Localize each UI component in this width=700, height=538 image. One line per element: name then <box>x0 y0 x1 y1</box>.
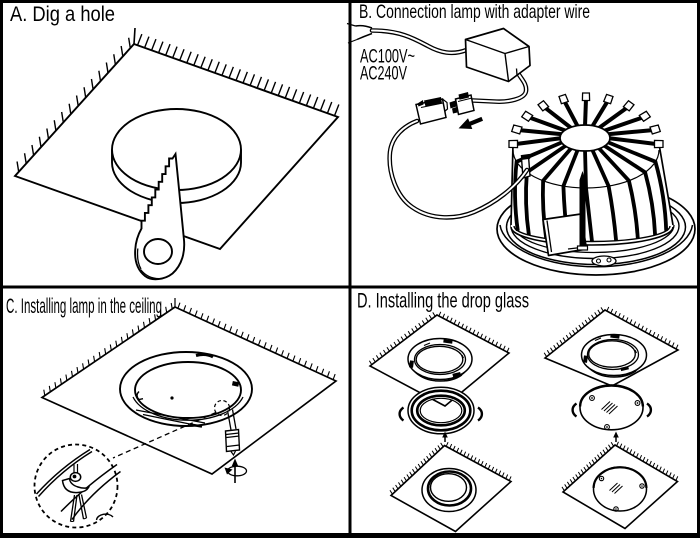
svg-text:AC100V~: AC100V~ <box>360 47 415 68</box>
svg-text:D. Installing the drop glass: D. Installing the drop glass <box>357 290 529 313</box>
svg-text:A. Dig a hole: A. Dig a hole <box>10 3 115 26</box>
svg-text:AC240V: AC240V <box>360 64 407 85</box>
svg-text:C. Installing lamp in the ceil: C. Installing lamp in the ceiling <box>6 295 162 318</box>
svg-text:B. Connection lamp with adapte: B. Connection lamp with adapter wire <box>359 1 590 23</box>
